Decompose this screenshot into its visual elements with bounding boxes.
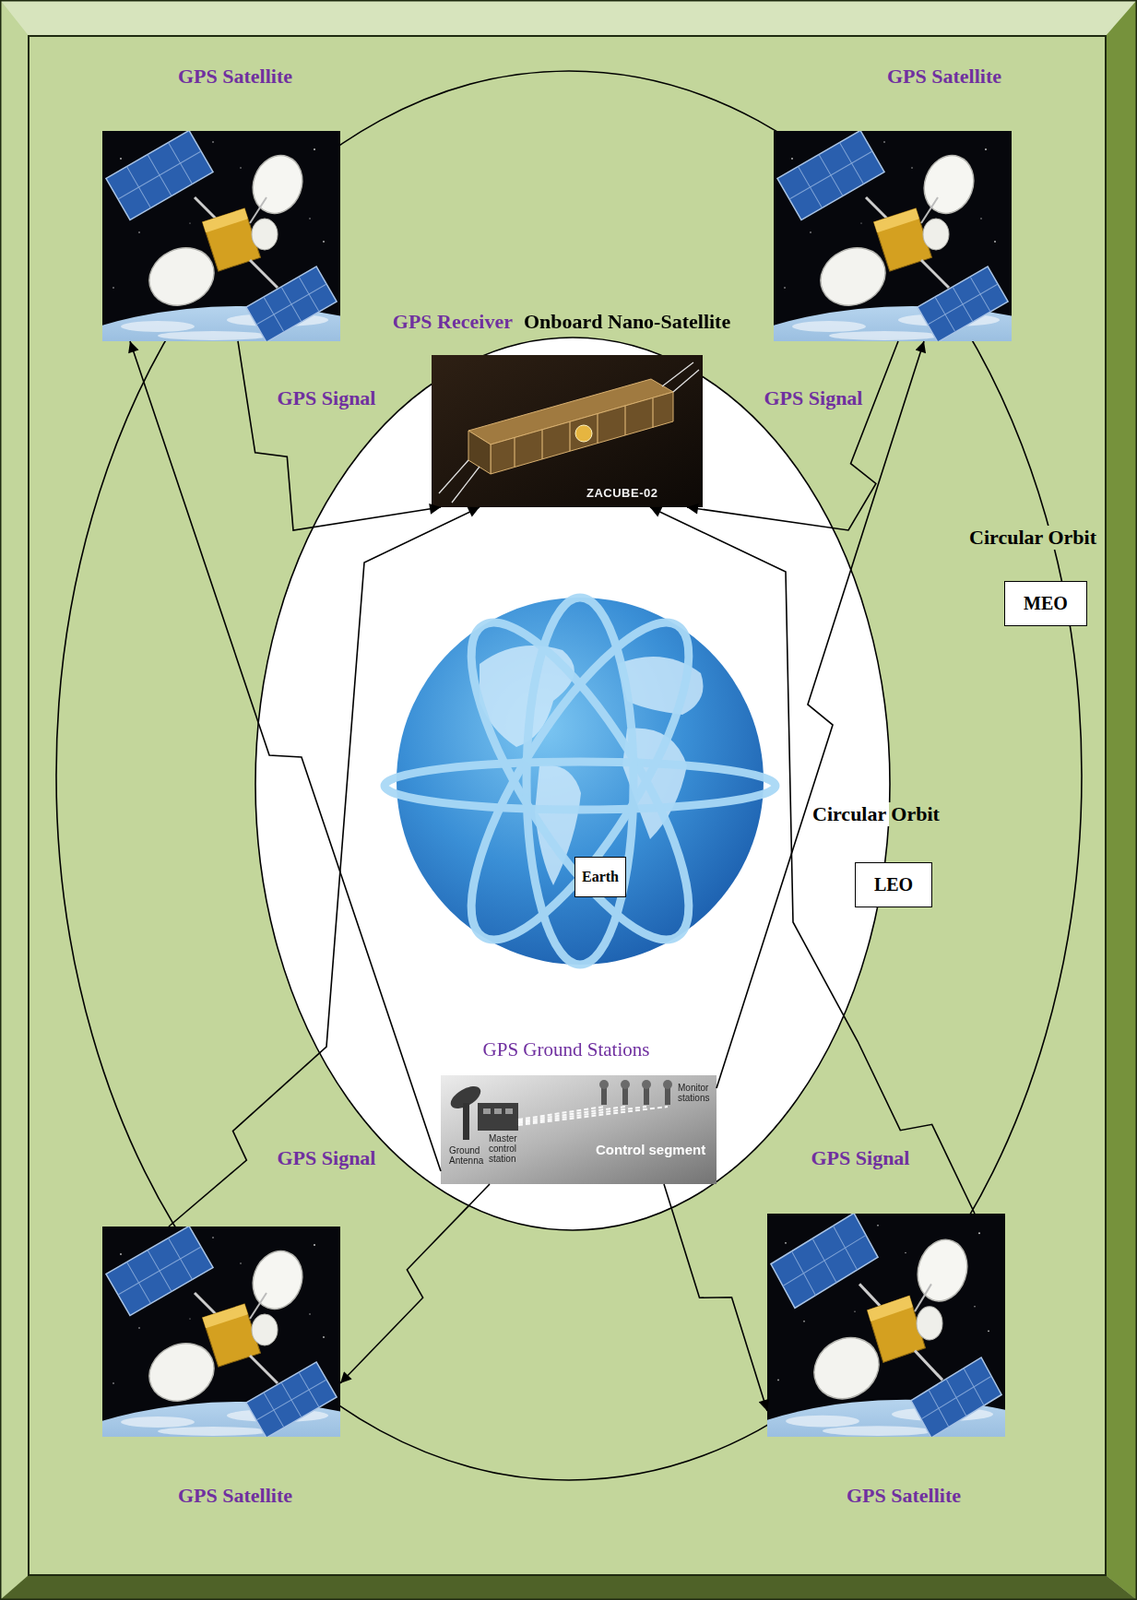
leo-orbit xyxy=(255,337,890,1231)
signal-arrow xyxy=(168,507,480,1227)
text-holder: LEO xyxy=(854,862,933,908)
signal-label: GPS Signal xyxy=(764,386,864,410)
text-holder: Master control station xyxy=(488,1133,528,1164)
signal-arrow xyxy=(716,341,924,1089)
station-part-label: Master control station xyxy=(488,1133,528,1164)
orbit-heading: Circular Orbit xyxy=(812,802,940,826)
signal-label: GPS Signal xyxy=(277,386,377,410)
nano-satellite-picture xyxy=(431,355,703,508)
satellite-picture xyxy=(628,1212,1137,1600)
station-heading: GPS Ground Stations xyxy=(483,1038,651,1061)
text-holder: Ground Antenna xyxy=(449,1145,486,1166)
satellite-label: GPS Satellite xyxy=(846,1483,961,1507)
satellite-picture xyxy=(0,130,518,593)
label-holder: GPS Signal xyxy=(274,386,379,410)
earth-globe xyxy=(384,594,776,967)
orbit-label: Circular OrbitMEO xyxy=(966,525,1100,627)
text-holder: Control segment xyxy=(595,1141,706,1158)
text-holder: GPS Satellite xyxy=(884,64,1005,88)
satellite-label: GPS Satellite xyxy=(177,1483,293,1507)
ground-station: GPS Ground StationsMonitor stationsGroun… xyxy=(440,1038,717,1185)
gps-satellite: GPS Satellite xyxy=(767,1213,1006,1508)
signal-arrow xyxy=(237,341,441,531)
receiver-heading: Onboard Nano-Satellite xyxy=(523,309,731,333)
signal-arrow xyxy=(663,1184,768,1411)
station-part-label: Ground Antenna xyxy=(449,1145,486,1166)
orbit-type: LEO xyxy=(874,874,913,896)
signal-arrow xyxy=(340,1184,490,1384)
receiver-heading: GPS Receiver xyxy=(392,309,513,333)
orbit-label: Circular OrbitLEO xyxy=(809,802,943,908)
satellite-picture xyxy=(0,1225,518,1600)
signal-arrow xyxy=(650,507,975,1214)
gps-satellite: GPS Satellite xyxy=(102,1226,341,1508)
orbit-heading: Circular Orbit xyxy=(969,525,1097,549)
satellite-label: GPS Satellite xyxy=(177,64,293,88)
label-holder: GPS Signal xyxy=(808,1146,913,1170)
gps-satellite: GPS Satellite xyxy=(102,64,341,342)
ground-station-picture xyxy=(440,1075,717,1185)
signal-arrow xyxy=(686,341,899,531)
earth-label: Earth xyxy=(581,868,619,886)
satellite-label: GPS Satellite xyxy=(887,64,1002,88)
text-holder: GPS Satellite xyxy=(175,1483,296,1507)
satellite-picture xyxy=(635,130,1137,593)
orbit-type: MEO xyxy=(1023,592,1068,615)
station-part-label: Control segment xyxy=(595,1141,706,1158)
text-holder: MEO xyxy=(1004,580,1088,627)
nano-satellite: GPS Receiver Onboard Nano-SatelliteZACUBE… xyxy=(390,309,734,508)
text-holder: GPS Ground Stations xyxy=(480,1038,653,1061)
text-holder: Onboard Nano-Satellite xyxy=(521,309,734,333)
text-holder: Circular Orbit xyxy=(809,802,943,826)
text-holder: GPS Receiver xyxy=(390,309,516,333)
text-holder: GPS Satellite xyxy=(175,64,296,88)
label-holder: GPS Signal xyxy=(761,386,866,410)
satellite-name: ZACUBE-02 xyxy=(586,485,658,500)
signal-arrow xyxy=(130,341,441,1172)
text-holder: ZACUBE-02 xyxy=(586,485,658,500)
text-holder: Earth xyxy=(574,856,627,898)
signal-label: GPS Signal xyxy=(811,1146,911,1170)
station-part-label: Monitor stations xyxy=(677,1082,717,1103)
label-holder: GPS Signal xyxy=(274,1146,379,1170)
gps-satellite: GPS Satellite xyxy=(773,64,1012,342)
earth-box: Earth xyxy=(574,856,627,898)
signal-label: GPS Signal xyxy=(277,1146,377,1170)
text-holder: Monitor stations xyxy=(677,1082,717,1103)
text-holder: GPS Satellite xyxy=(843,1483,964,1507)
text-holder: Circular Orbit xyxy=(966,525,1100,549)
